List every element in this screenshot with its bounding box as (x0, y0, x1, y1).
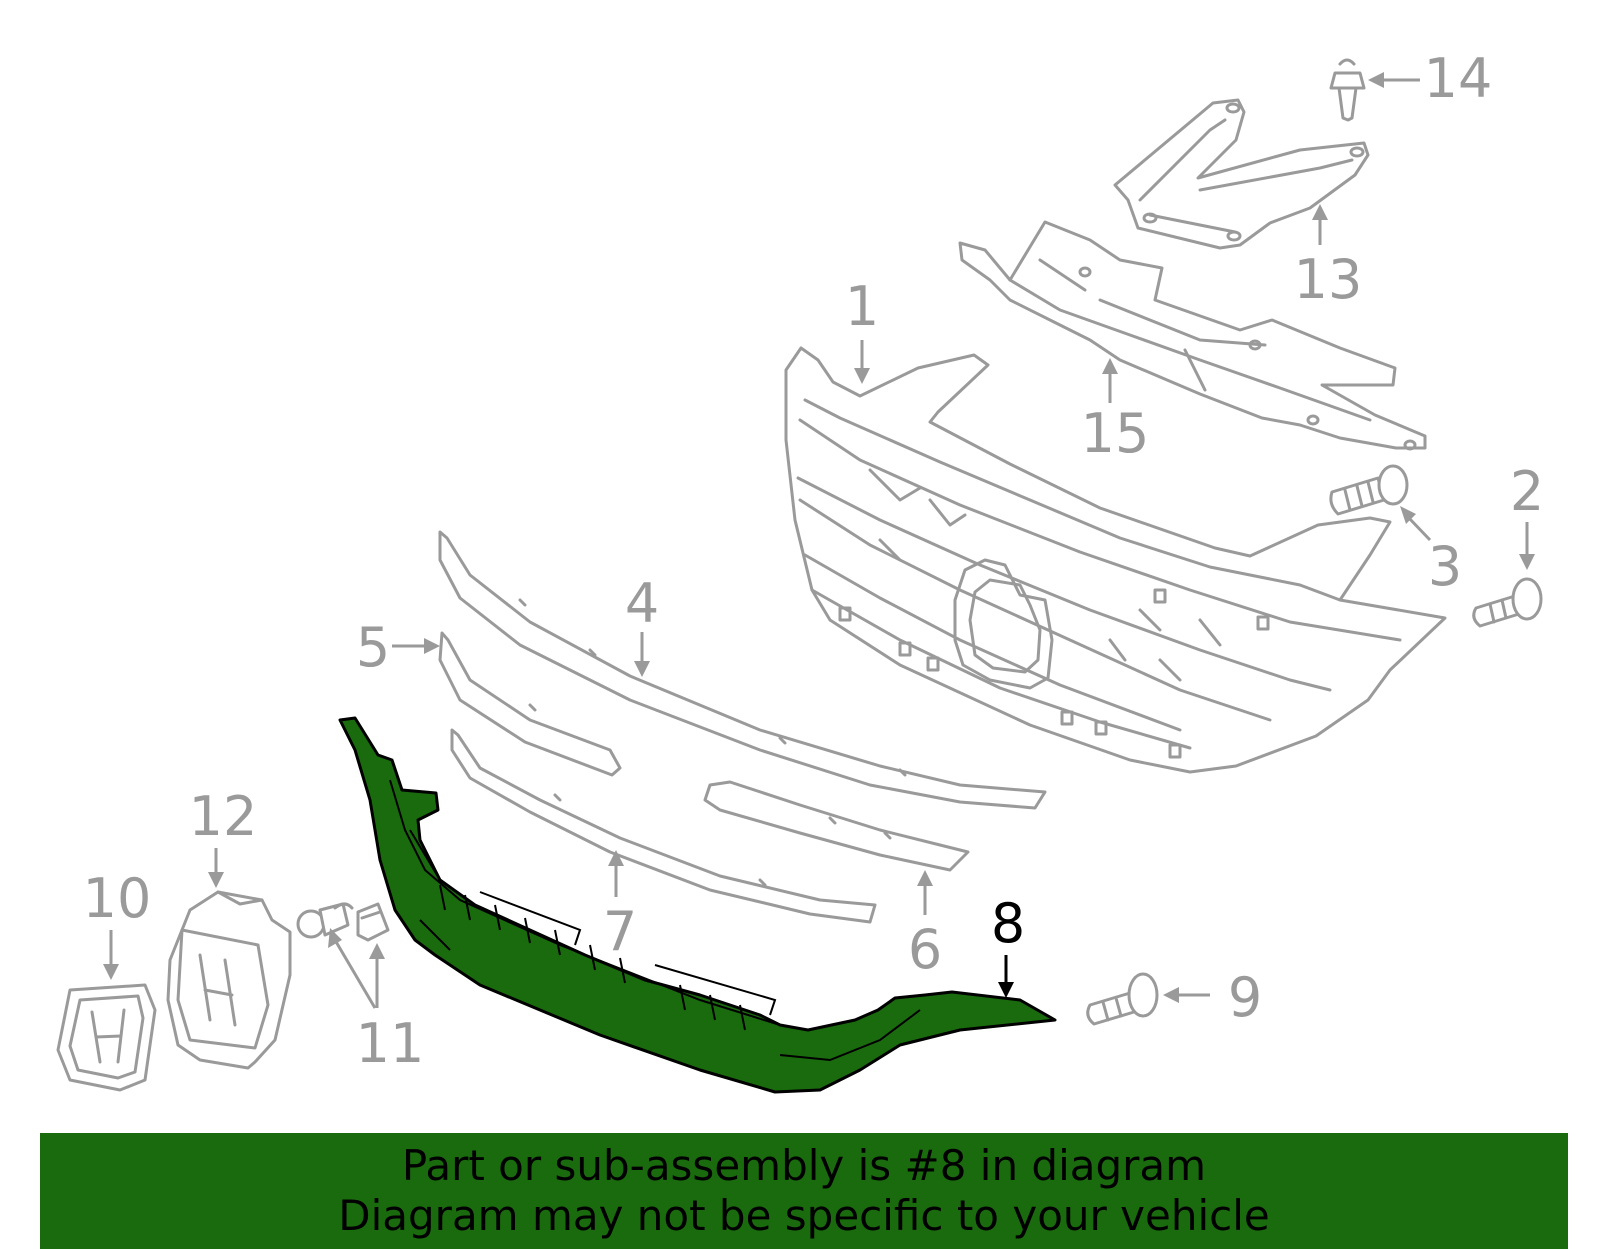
svg-text:3: 3 (1428, 535, 1462, 598)
part-10-emblem (56, 983, 157, 1092)
callout-2: 2 (1510, 460, 1544, 570)
callout-9: 9 (1163, 966, 1262, 1029)
svg-text:14: 14 (1424, 47, 1493, 110)
callout-10: 10 (83, 867, 152, 980)
part-3-bolt (1329, 464, 1409, 516)
part-4-molding (438, 530, 1047, 810)
part-8-lower-garnish (338, 716, 1057, 1094)
part-14-clip (1329, 58, 1366, 122)
callout-13: 13 (1294, 204, 1363, 311)
svg-text:7: 7 (603, 900, 637, 963)
svg-text:8: 8 (991, 892, 1025, 955)
svg-text:1: 1 (845, 275, 879, 338)
part-7-molding (450, 728, 877, 924)
part-5-molding (438, 631, 622, 777)
part-12-emblem-base (166, 890, 292, 1070)
part-2-bolt (1472, 577, 1543, 628)
banner-line-part: Part or sub-assembly is #8 in diagram (401, 1141, 1207, 1190)
banner-line-disclaimer: Diagram may not be specific to your vehi… (338, 1191, 1270, 1240)
callout-11: 11 (328, 928, 424, 1075)
part-13-upper-bracket (1113, 98, 1370, 250)
svg-text:5: 5 (356, 616, 390, 679)
part-info-banner: Part or sub-assembly is #8 in diagram Di… (40, 1133, 1568, 1249)
callout-12: 12 (189, 785, 258, 888)
callout-5: 5 (356, 616, 440, 679)
part-15-lower-bracket (958, 220, 1427, 451)
svg-text:2: 2 (1510, 460, 1544, 523)
svg-text:15: 15 (1081, 402, 1150, 465)
callout-14: 14 (1368, 47, 1492, 110)
callout-7: 7 (603, 850, 637, 963)
callout-1: 1 (845, 275, 879, 384)
callout-3: 3 (1400, 506, 1462, 598)
part-9-bolt (1086, 972, 1159, 1026)
callout-4: 4 (625, 572, 659, 677)
svg-text:6: 6 (908, 918, 942, 981)
callout-15: 15 (1081, 358, 1150, 465)
callout-8: 8 (991, 892, 1025, 998)
part-1-grille (784, 346, 1447, 774)
svg-text:10: 10 (83, 867, 152, 930)
svg-text:4: 4 (625, 572, 659, 635)
svg-text:12: 12 (189, 785, 258, 848)
part-6-molding (703, 780, 970, 872)
part-11-clips (296, 902, 390, 942)
svg-text:11: 11 (356, 1012, 425, 1075)
svg-text:9: 9 (1228, 966, 1262, 1029)
callout-6: 6 (908, 870, 942, 981)
svg-text:13: 13 (1294, 248, 1363, 311)
